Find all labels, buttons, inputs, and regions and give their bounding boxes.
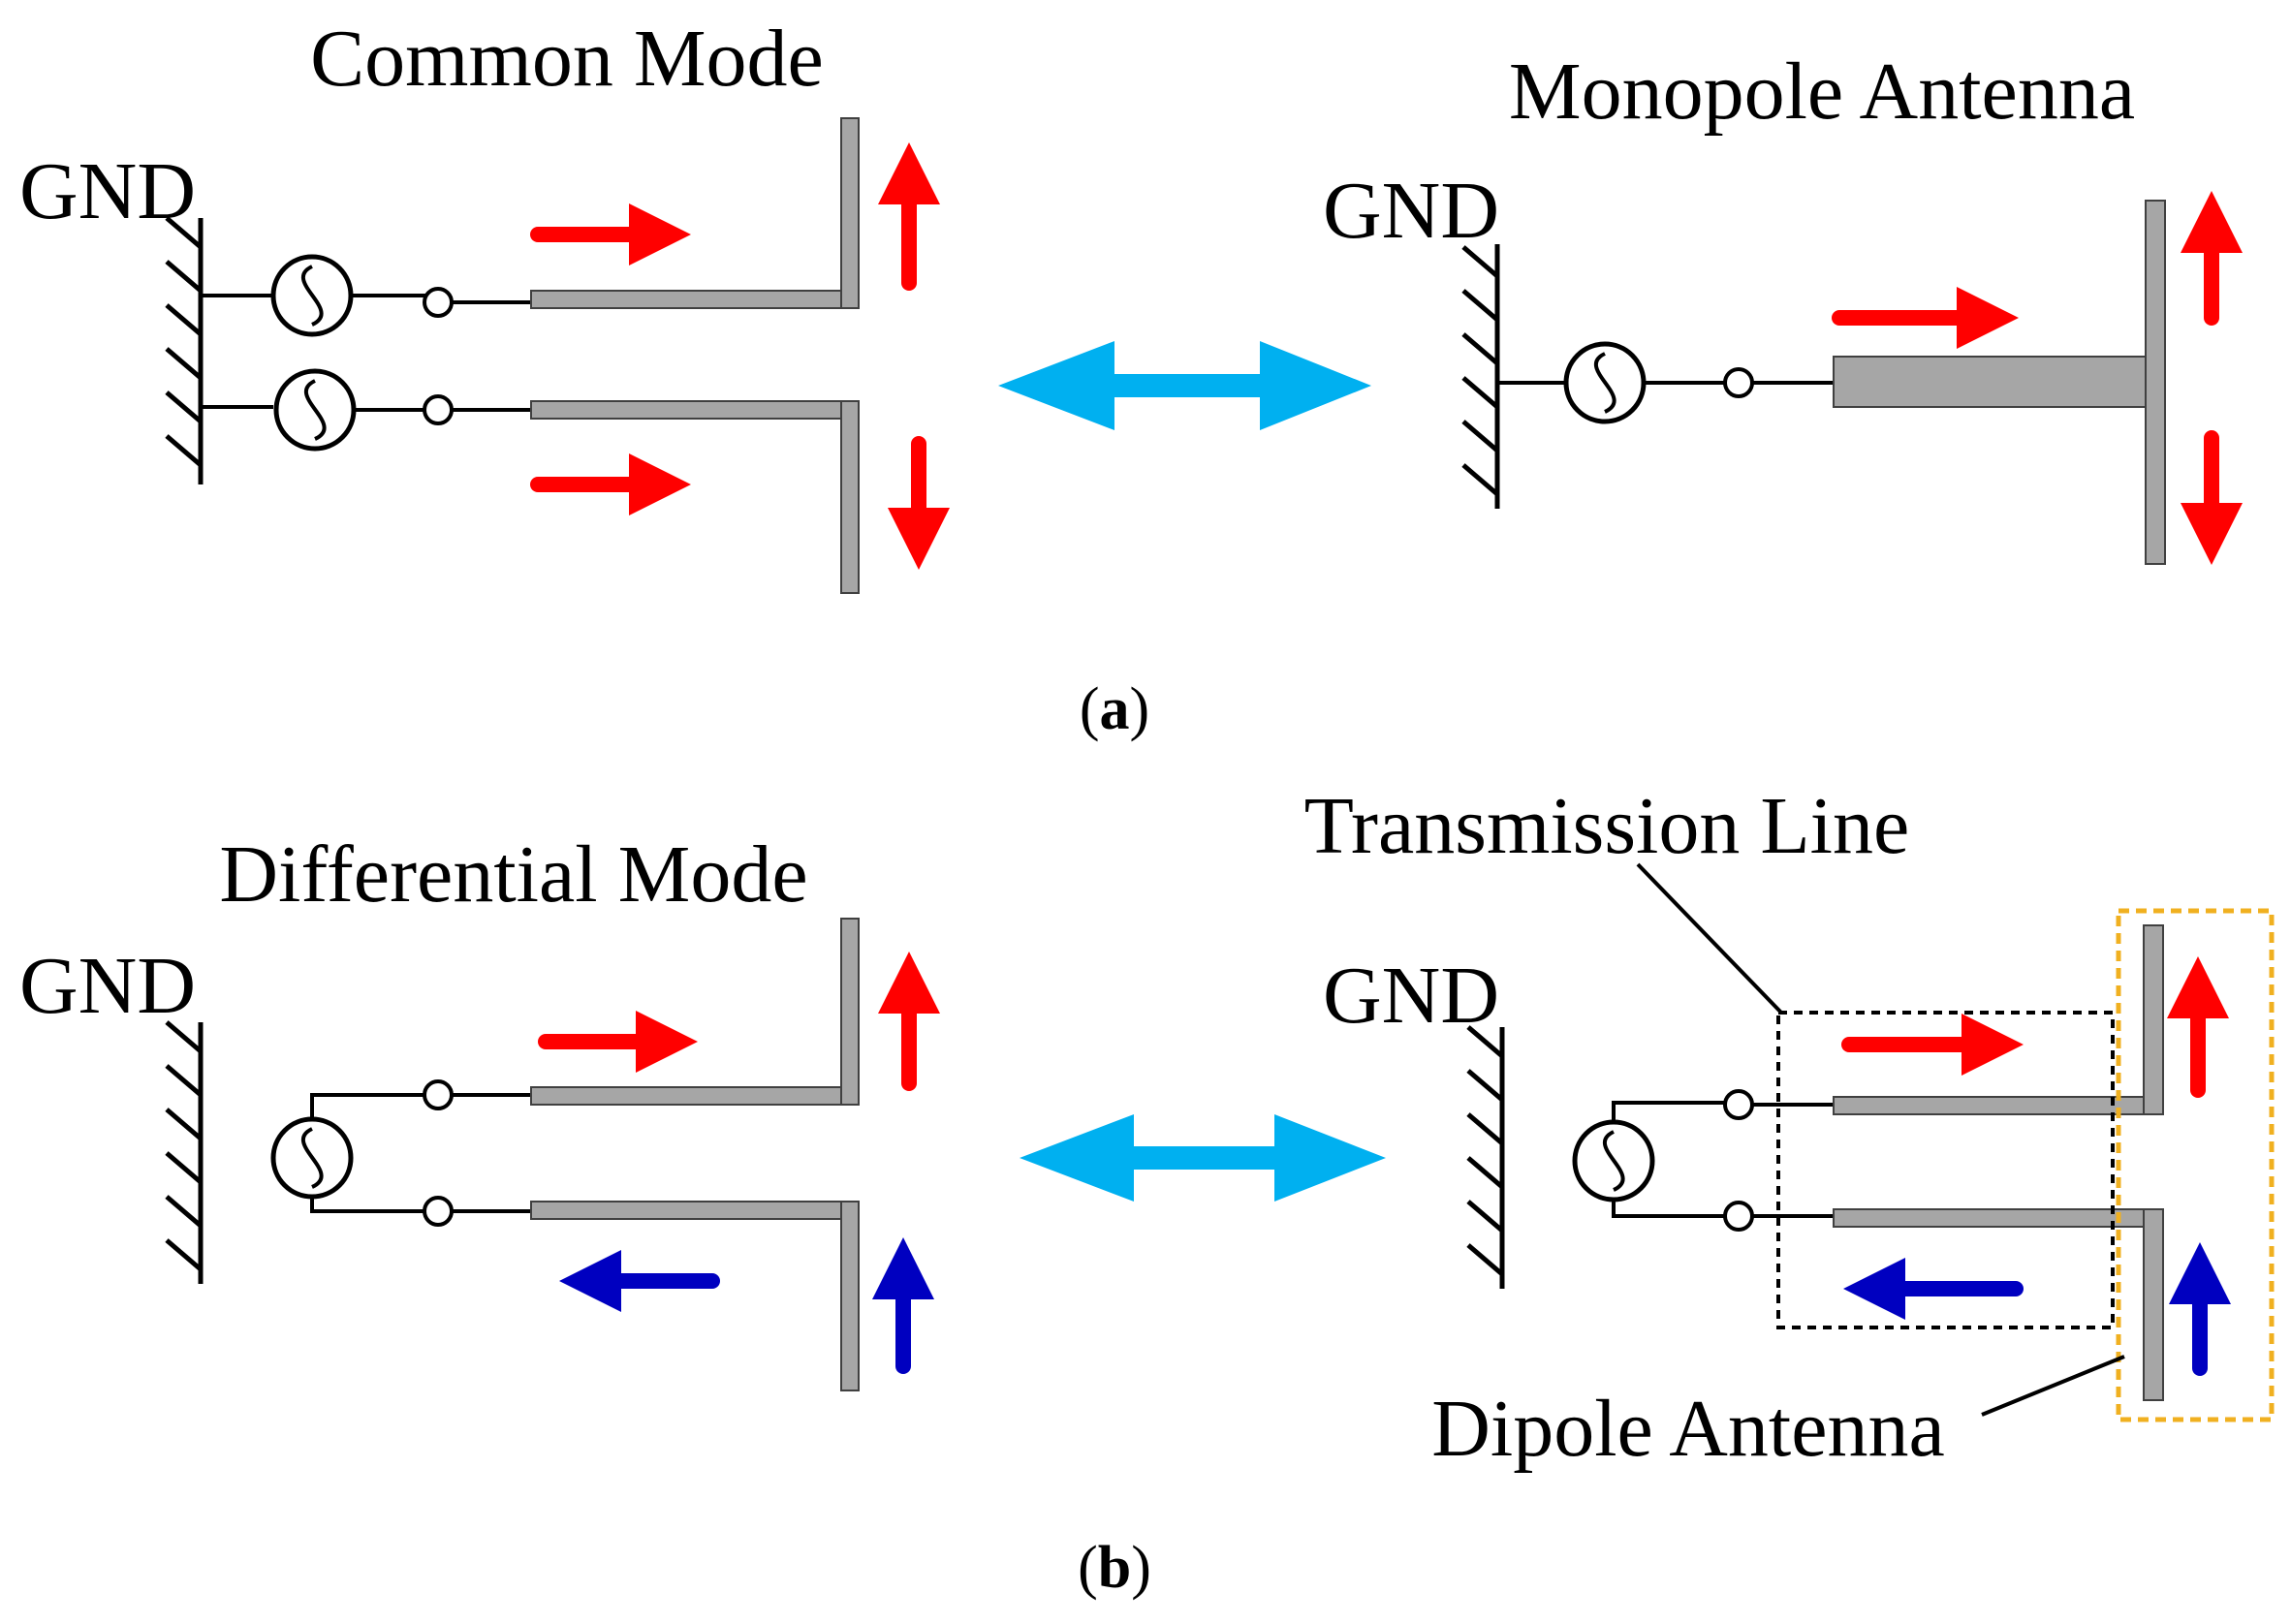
feed-line-upper: [530, 1086, 842, 1106]
terminal-icon: [1723, 1089, 1754, 1120]
ac-source-icon: [270, 1116, 354, 1200]
caption-a-letter: a: [1100, 676, 1130, 742]
svg-text:(a): (a): [1080, 676, 1149, 742]
gnd-label: GND: [1323, 951, 1499, 1041]
radiator-lower: [840, 1201, 860, 1391]
svg-text:(b): (b): [1078, 1535, 1151, 1601]
ac-source-icon: [1572, 1119, 1655, 1202]
panel-b: Differential Mode GND Trans: [19, 781, 2275, 1601]
ground-icon: [1461, 244, 1500, 509]
common-mode-title: Common Mode: [310, 14, 824, 104]
terminal-icon: [1723, 367, 1754, 398]
terminal-icon: [423, 1079, 454, 1110]
feed-line-upper: [530, 290, 842, 309]
gnd-label: GND: [19, 146, 196, 236]
transmission-line-lower: [1833, 1208, 2145, 1228]
feed-line-lower: [530, 1201, 842, 1220]
dipole-antenna-box: [2116, 908, 2275, 1422]
double-arrow-icon: [998, 341, 1371, 430]
panel-a: Common Mode GND: [19, 14, 2243, 742]
transmission-line-label: Transmission Line: [1304, 781, 1910, 871]
terminal-icon: [423, 287, 454, 318]
dipole-antenna-leader: [1981, 1355, 2125, 1417]
terminal-icon: [423, 1196, 454, 1227]
monopole-feed: [1833, 356, 2147, 408]
terminal-icon: [423, 394, 454, 425]
ground-icon: [1466, 1025, 1505, 1289]
double-arrow-icon: [1020, 1114, 1386, 1202]
ac-source-icon: [1563, 341, 1647, 424]
transmission-line-upper: [1833, 1096, 2145, 1115]
transmission-line-leader: [1636, 862, 1783, 1015]
ground-icon: [165, 216, 204, 484]
dipole-antenna-label: Dipole Antenna: [1431, 1384, 1945, 1474]
ac-source-icon: [273, 368, 357, 452]
caption-b: (b): [1078, 1535, 1151, 1601]
terminal-icon: [1723, 1201, 1754, 1232]
transmission-line-box: [1776, 1011, 2115, 1329]
radiator-lower: [840, 400, 860, 594]
ac-source-icon: [270, 254, 354, 337]
feed-line-lower: [530, 400, 842, 420]
caption-b-letter: b: [1098, 1535, 1131, 1601]
dipole-arm-lower: [2143, 1208, 2164, 1401]
gnd-label: GND: [1323, 166, 1499, 256]
monopole-title: Monopole Antenna: [1509, 47, 2135, 137]
dipole-arm-upper: [2143, 924, 2164, 1115]
ground-icon: [165, 1020, 204, 1284]
radiator-upper: [840, 117, 860, 309]
gnd-label: GND: [19, 941, 196, 1031]
radiator-upper: [840, 918, 860, 1106]
monopole-radiator: [2145, 200, 2166, 565]
differential-mode-title: Differential Mode: [219, 829, 807, 920]
caption-a: (a): [1080, 676, 1149, 742]
